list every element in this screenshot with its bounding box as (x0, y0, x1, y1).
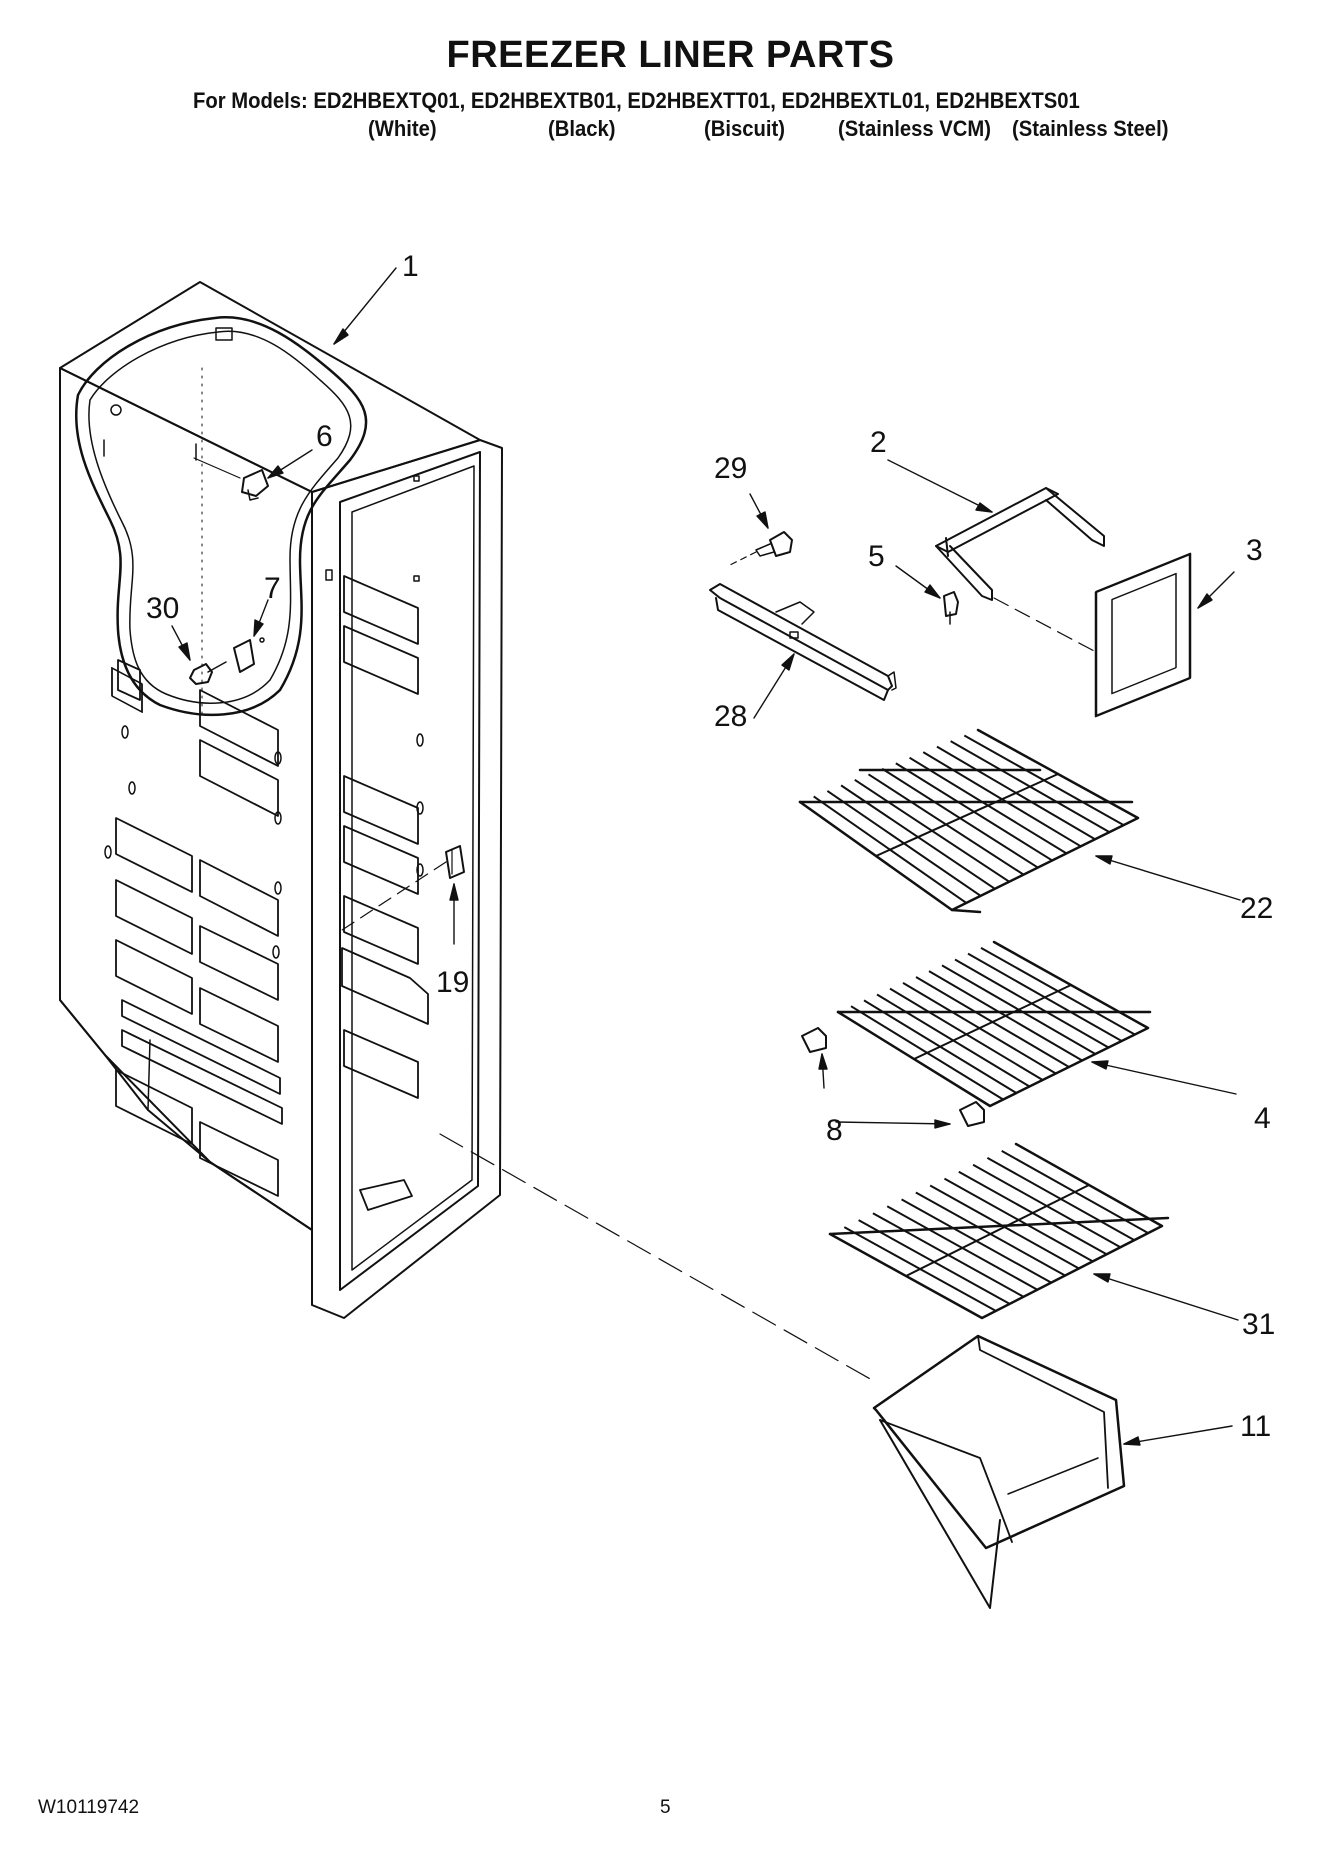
part-3-panel (993, 552, 1192, 718)
part-28-rail (709, 583, 897, 701)
callout-2: 2 (870, 426, 887, 459)
part-8-stud-upper (801, 1027, 827, 1053)
callout-leaders (171, 267, 1241, 1446)
part-5-screw (943, 591, 959, 625)
part-29-screw (727, 531, 793, 567)
variant-stainless-vcm: (Stainless VCM) (838, 116, 992, 141)
callout-11: 11 (1240, 1410, 1271, 1443)
variant-white: (White) (368, 116, 437, 141)
shelf-22-wire-cross (875, 773, 1059, 857)
shelf-4-wire-cross (913, 984, 1072, 1060)
callout-8: 8 (826, 1114, 843, 1147)
callout-6: 6 (316, 420, 333, 453)
variant-biscuit: (Biscuit) (704, 116, 785, 141)
part-6-clip (193, 457, 269, 501)
page-number: 5 (660, 1797, 671, 1818)
callout-3: 3 (1246, 534, 1263, 567)
callout-30: 30 (146, 592, 179, 625)
variant-stainless-steel: (Stainless Steel) (1012, 116, 1169, 141)
callout-19: 19 (436, 966, 469, 999)
part-11-bin (872, 1334, 1126, 1609)
callout-28: 28 (714, 700, 747, 733)
variant-black: (Black) (548, 116, 616, 141)
callout-5: 5 (868, 540, 885, 573)
callout-1: 1 (402, 250, 419, 283)
document-number: W10119742 (38, 1797, 140, 1818)
liner-to-bin-leader (439, 1133, 873, 1381)
callout-31: 31 (1242, 1308, 1275, 1341)
models-line: For Models: ED2HBEXTQ01, ED2HBEXTB01, ED… (193, 88, 1080, 113)
callout-4: 4 (1254, 1102, 1271, 1135)
callout-29: 29 (714, 452, 747, 485)
callout-22: 22 (1240, 892, 1273, 925)
freezer-liner-part (59, 281, 503, 1319)
part-19-bracket (341, 845, 465, 931)
callout-7: 7 (264, 572, 281, 605)
part-30-screw (189, 661, 227, 685)
part-8-stud-lower (959, 1101, 985, 1127)
shelf-31-wire-cross (905, 1184, 1090, 1277)
part-7-clip (233, 637, 265, 673)
page-title: FREEZER LINER PARTS (446, 34, 895, 76)
part-2-frame (935, 487, 1105, 601)
